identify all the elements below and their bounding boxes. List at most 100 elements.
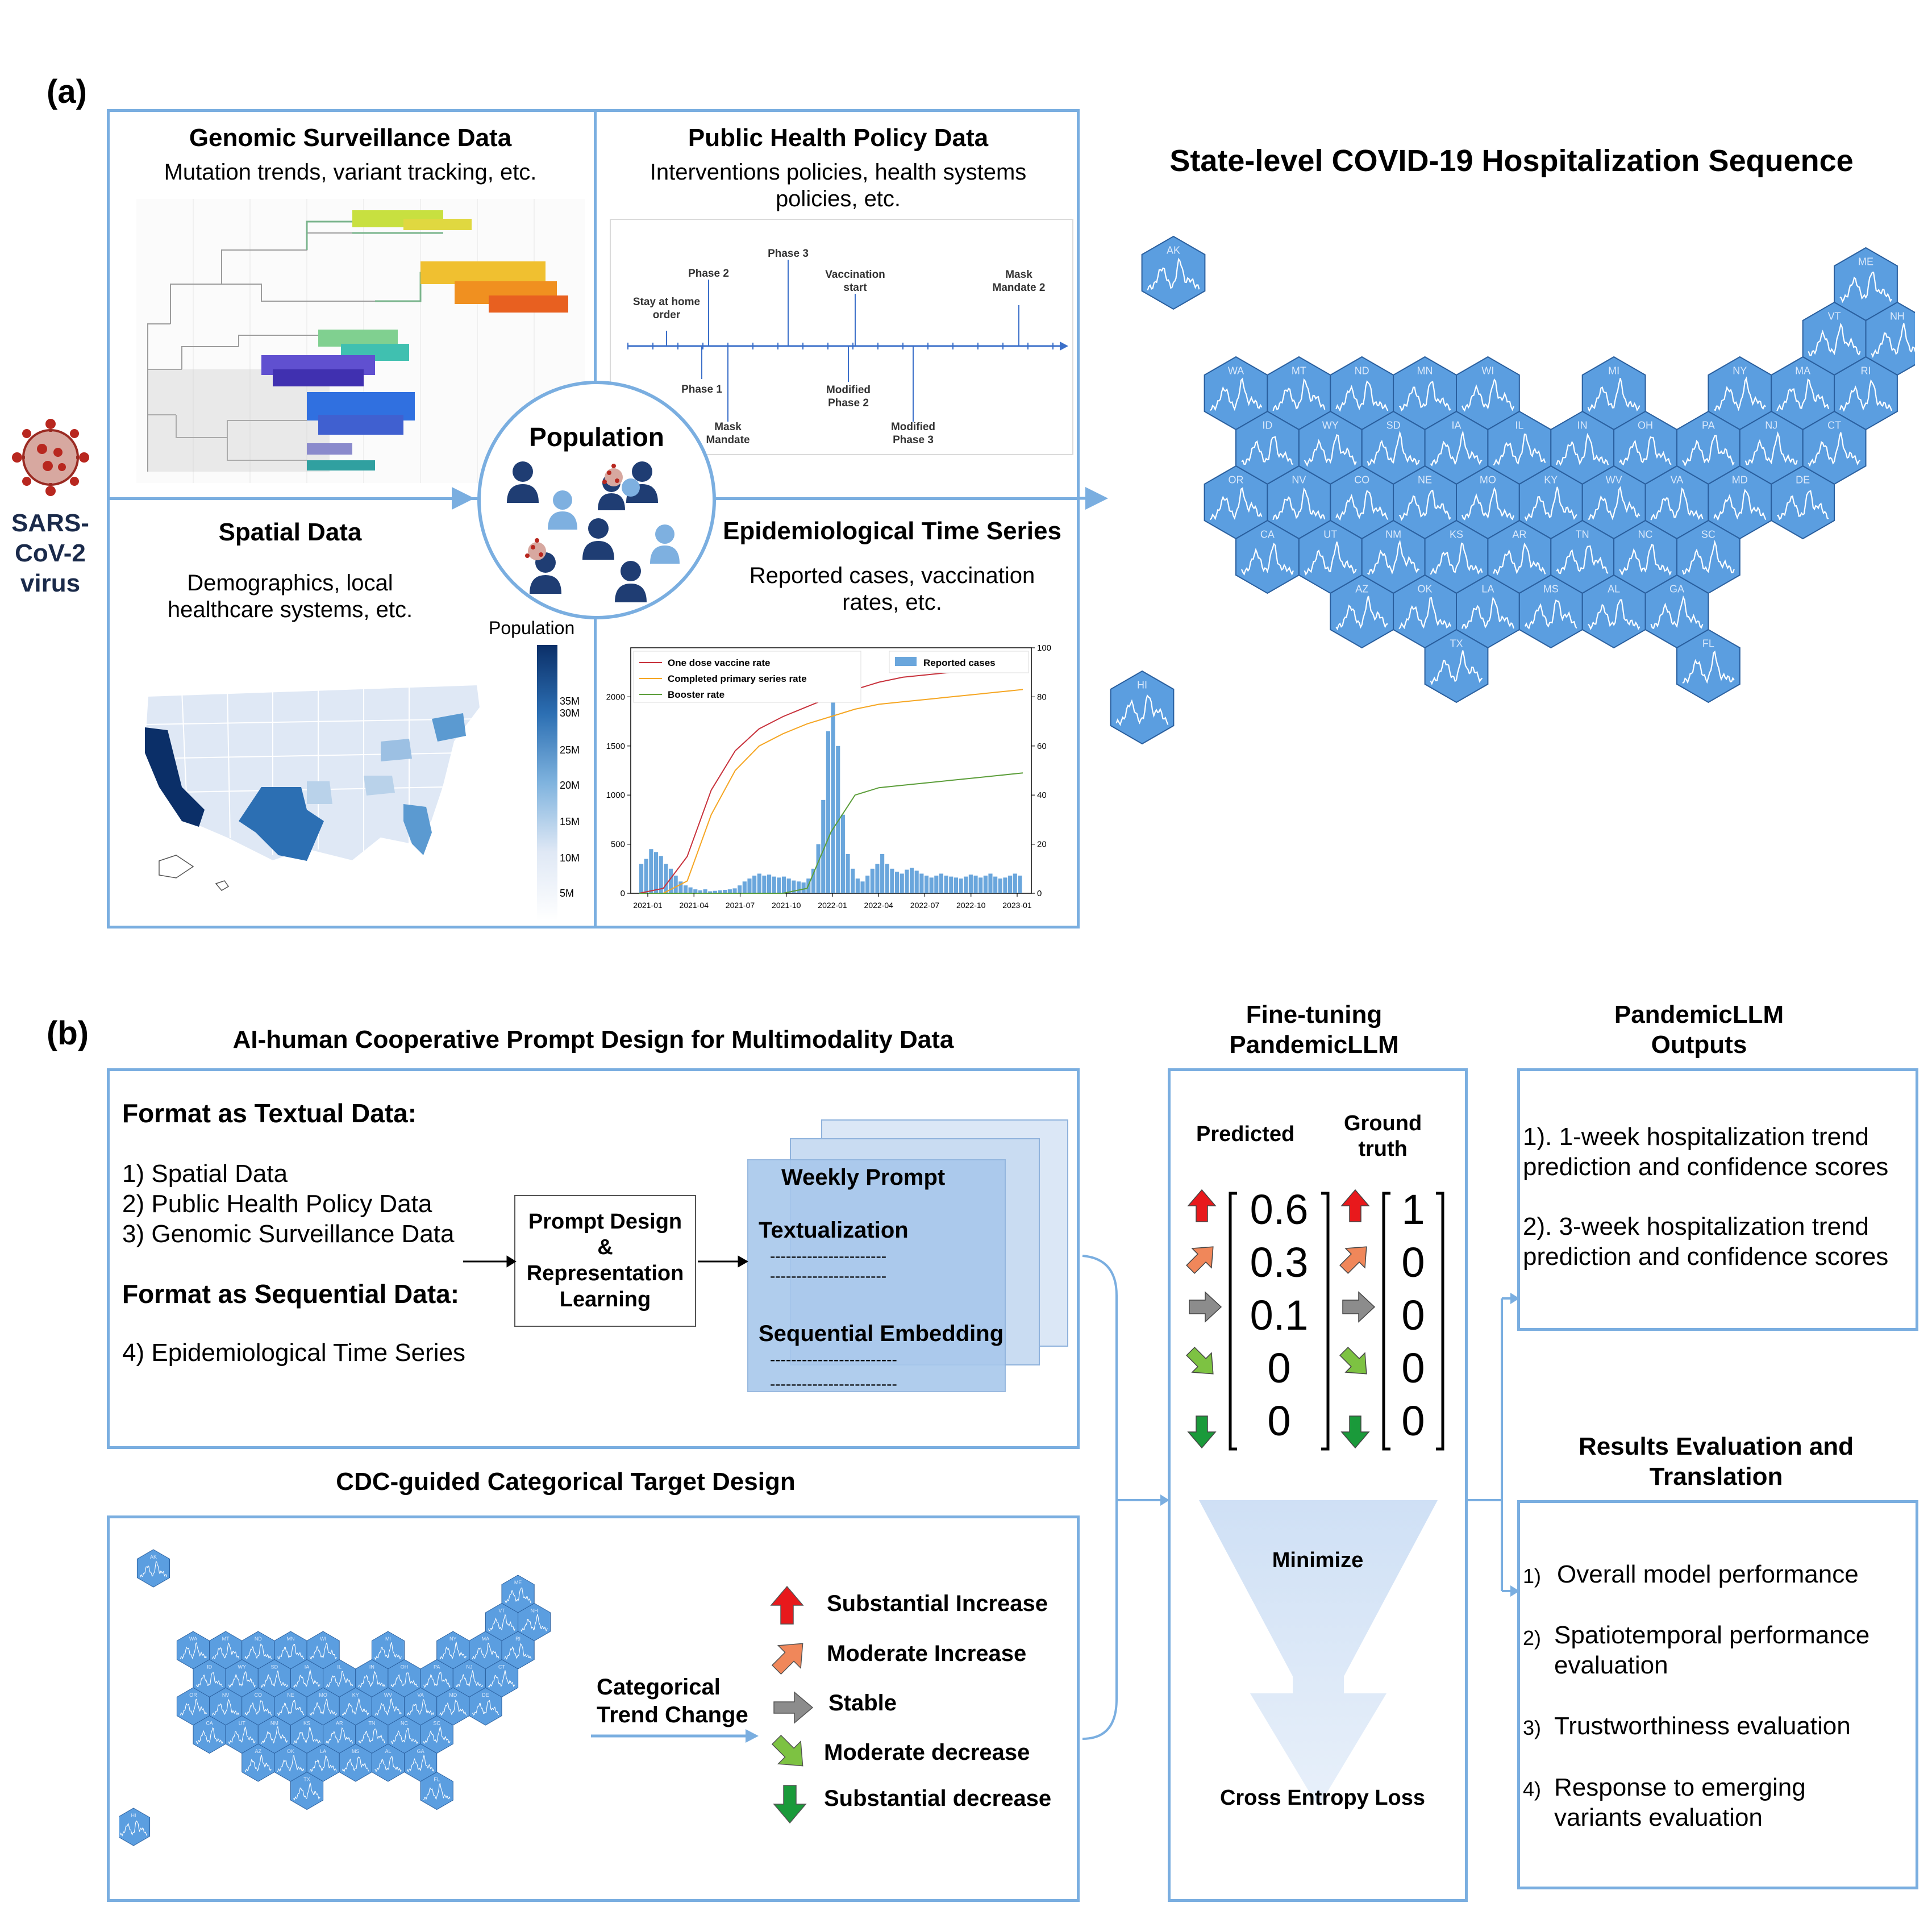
hex-sparkline [1272,487,1326,521]
hex-sparkline [1839,272,1892,303]
reported-cases-bar [723,889,727,893]
hex-sparkline [1493,542,1546,576]
hex-sparkline [1335,380,1389,412]
hex-sparkline [1776,490,1829,521]
hex-sparkline [455,1669,483,1688]
reported-cases-bar [659,856,663,893]
reported-cases-bar [811,868,816,893]
hex-sparkline [195,1727,223,1744]
hex-sparkline [342,1698,369,1717]
x-tick-label: 2021-10 [772,901,801,910]
x-tick-label: 2022-07 [910,901,940,910]
hex-state-az: AZ [1330,574,1394,649]
legend-entry: One dose vaccine rate [668,657,770,668]
hex-sparkline [374,1642,402,1660]
colorbar-tick-0: 35M [560,696,580,707]
reported-cases-bar [816,844,821,893]
person-icon [507,461,680,602]
policy-subtitle-line2: policies, etc. [775,186,901,212]
reported-cases-bar [698,890,702,893]
reported-cases-bar [964,876,968,893]
truth-value-1: 0 [1401,1239,1425,1286]
hex-state-label: TX [303,1776,310,1782]
reported-cases-bar [781,876,786,893]
reported-cases-bar [993,876,998,893]
colorbar-tick-4: 15M [560,816,580,827]
policy-event-bottom-3-l1: Modified [891,421,935,433]
hex-state-label: NH [1890,311,1905,322]
reported-cases-bar [1003,877,1007,893]
evaluation-title-line2: Translation [1649,1462,1783,1490]
reported-cases-bar [890,868,894,893]
hex-sparkline [1430,430,1483,467]
reported-cases-bar [944,875,948,893]
hex-state-label: TX [1450,638,1463,649]
hex-state-label: KY [352,1692,359,1698]
hex-state-label: MS [352,1748,360,1754]
hex-state-label: NH [531,1608,538,1613]
hex-state-label: SC [1701,529,1716,540]
epi-legend-box [633,651,861,703]
hex-state-label: UT [239,1720,245,1726]
textualization-dashes-1: ---------------------- [770,1247,887,1265]
hex-state-hi: HI [1110,670,1175,745]
reported-cases-bar [639,864,644,893]
hex-sparkline [439,1699,467,1716]
hex-state-label: LA [320,1748,326,1754]
hex-state-tx: TX [290,1771,324,1810]
hex-state-label: CO [255,1692,263,1698]
hex-state-label: FL [434,1776,440,1782]
hex-sparkline [1682,435,1735,467]
reported-cases-bar [678,881,683,893]
hex-state-label: CA [206,1720,213,1726]
reported-cases-bar [688,887,693,893]
hex-sparkline [309,1755,337,1772]
hex-sparkline [423,1783,451,1800]
hex-state-label: WV [1606,474,1622,486]
hex-sparkline [1241,436,1294,465]
hex-state-nh: NH [518,1602,551,1642]
y-right-tick-label: 0 [1037,889,1042,898]
hex-sparkline [1556,432,1609,467]
evaluation-title: Results Evaluation and Translation [1517,1432,1915,1492]
hex-state-label: NM [270,1720,278,1726]
hex-state-label: VA [1671,474,1684,486]
eval-item-3: Response to emerging variants evaluation [1554,1773,1806,1833]
hex-sparkline [1461,378,1514,412]
reported-cases-bar [757,873,761,893]
hex-state-label: NE [1418,474,1432,486]
hex-sparkline [326,1727,353,1744]
hex-state-mn: MN [1393,356,1457,431]
colorbar-tick-5: 10M [560,852,580,864]
hex-sparkline [293,1669,320,1688]
hex-sparkline [472,1700,499,1716]
hex-state-mi: MI [1581,356,1646,431]
output-item-1-line2: prediction and confidence scores [1523,1242,1889,1271]
virus-label: SARS- CoV-2 virus [3,509,97,598]
hex-state-label: TN [368,1720,375,1726]
hex-state-label: ID [207,1664,213,1669]
hex-state-wi: WI [306,1631,340,1669]
legend-label-4: Substantial decrease [824,1786,1052,1811]
hex-state-label: ME [1858,256,1873,268]
eval-num-1: 2) [1523,1626,1542,1650]
output-item-1: 2). 3-week hospitalization trend predict… [1523,1212,1888,1272]
hex-sparkline [1619,436,1672,466]
population-colorbar [537,645,557,921]
reported-cases-bar [968,875,973,893]
legend-icon-0 [770,1585,804,1625]
hex-state-az: AZ [242,1743,275,1782]
reported-cases-bar [860,881,865,893]
hex-sparkline [261,1725,288,1744]
legend-entry-bars: Reported cases [923,657,996,668]
hex-sparkline [1398,489,1451,521]
hex-sparkline [1587,378,1640,413]
eval-num-0: 1) [1523,1564,1542,1588]
virus-label-line3: virus [20,569,81,597]
textual-item-1: 2) Public Health Policy Data [122,1190,432,1218]
hex-cell [136,1549,170,1588]
hex-sparkline [326,1671,353,1688]
outputs-title-line2: Outputs [1651,1030,1747,1059]
hex-sparkline [1619,544,1672,576]
truth-value-0: 1 [1401,1188,1425,1233]
